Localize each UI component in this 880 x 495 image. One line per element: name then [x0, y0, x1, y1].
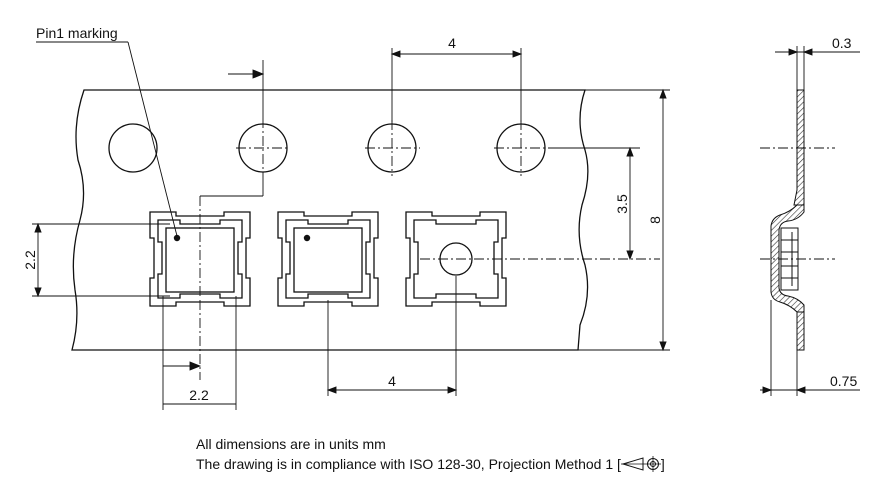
- side-view-cavity: [770, 204, 805, 313]
- dim-top-arrow: [199, 60, 265, 296]
- note-iso: The drawing is in compliance with ISO 12…: [196, 456, 665, 472]
- cavity-2: [277, 211, 379, 307]
- side-view-centerlines: [760, 147, 835, 260]
- sprocket-holes: [108, 123, 546, 173]
- dim-cavity-depth: [760, 300, 860, 396]
- carrier-tape-outline: [71, 89, 589, 351]
- note-iso-text: The drawing is in compliance with ISO 12…: [196, 456, 621, 472]
- cavity-3: [405, 211, 507, 307]
- dim-cavity-width: [162, 296, 237, 410]
- dim-pitch-bottom: [326, 276, 458, 396]
- pin1-leader: [36, 41, 178, 237]
- hole-to-cavity-label: 3.5: [614, 194, 630, 214]
- sprocket-hole-1: [108, 123, 158, 173]
- cavity-depth-label: 0.75: [830, 373, 857, 389]
- cavity-height-label: 2.2: [22, 250, 38, 270]
- pin1-dot-2: [303, 234, 311, 242]
- pitch-top-label: 4: [448, 35, 456, 51]
- dim-cavity-height: [32, 222, 170, 298]
- cavity-width-label: 2.2: [189, 387, 209, 403]
- dim-tape-width: [578, 88, 670, 352]
- note-iso-end: ]: [660, 456, 665, 472]
- hole-centerlines: [236, 118, 548, 178]
- cavity-centerlines: [199, 258, 660, 380]
- pin1-dot-1: [173, 234, 181, 242]
- tape-thickness-label: 0.3: [832, 35, 852, 51]
- side-view-tape-lower: [796, 311, 805, 351]
- dim-hole-to-cavity: [548, 146, 640, 261]
- note-units: All dimensions are in units mm: [196, 436, 386, 452]
- dim-pitch-top: [390, 48, 523, 122]
- pitch-bottom-label: 4: [388, 373, 396, 389]
- side-view-tape-upper: [793, 89, 805, 206]
- side-view: [770, 89, 805, 351]
- tape-width-label: 8: [647, 216, 663, 224]
- projection-symbol-icon: [620, 456, 661, 472]
- pin1-label: Pin1 marking: [36, 25, 118, 41]
- dim-tape-thickness: [775, 46, 860, 90]
